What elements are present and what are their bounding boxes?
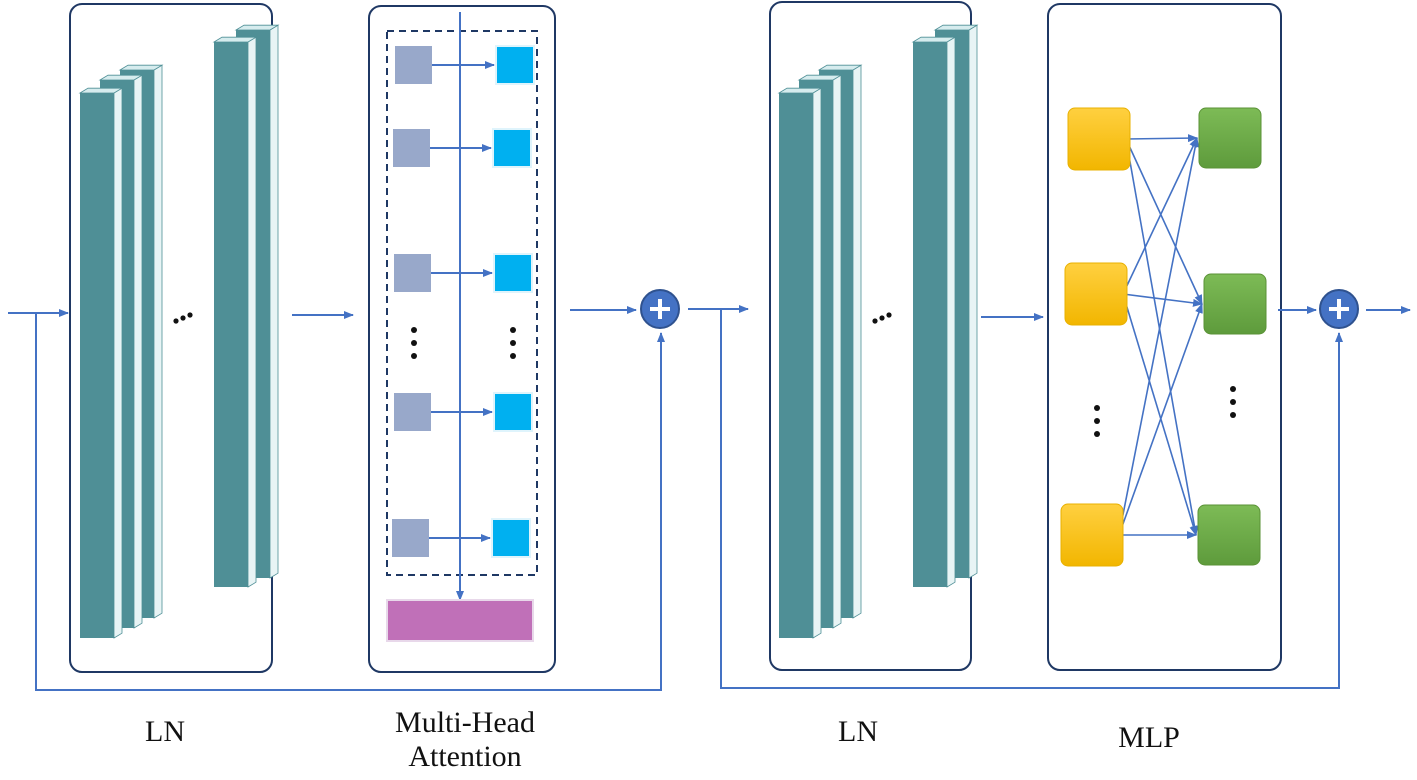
attention-heads-dashed-box <box>386 30 538 576</box>
residual-connection-2 <box>720 309 1343 689</box>
value-block <box>492 128 532 168</box>
mlp-panel <box>1047 3 1282 671</box>
attention-head-row <box>395 45 535 85</box>
mlp-output-node <box>1203 273 1267 335</box>
mha-caption-line-2: Attention <box>408 740 522 773</box>
value-block <box>495 45 535 85</box>
attention-left-ellipsis-icon <box>411 327 417 359</box>
value-block <box>491 518 531 558</box>
mlp-output-node <box>1197 504 1261 566</box>
mha-panel <box>368 5 556 673</box>
mlp-edge <box>1125 138 1203 305</box>
ln2-layer-stack <box>777 24 979 639</box>
query-key-block <box>395 46 432 84</box>
mlp-edge <box>1122 293 1198 536</box>
mlp-edge <box>1118 303 1203 536</box>
attention-head-row <box>392 518 531 558</box>
layer-slab <box>911 36 957 588</box>
mlp-input-node <box>1067 107 1131 171</box>
layer-slab <box>78 87 124 639</box>
query-key-block <box>393 129 430 167</box>
ln1-caption-line-1: LN <box>145 715 185 748</box>
add-node-2-plus-circle-icon <box>1319 289 1359 329</box>
query-key-block <box>392 519 429 557</box>
mha-caption-line-1: Multi-Head <box>395 706 535 739</box>
mha-caption: Multi-Head Attention <box>355 706 575 774</box>
query-key-block <box>394 393 431 431</box>
attention-head-row <box>394 253 533 293</box>
ln2-ellipsis-icon <box>872 312 892 324</box>
mlp-edge <box>1125 138 1199 536</box>
attention-output-bar <box>386 599 534 642</box>
attention-right-ellipsis-icon <box>510 327 516 359</box>
mlp-nodes <box>1060 107 1267 567</box>
value-block <box>493 392 533 432</box>
mlp-edge <box>1122 293 1203 307</box>
mlp-output-node <box>1198 107 1262 169</box>
ln1-ellipsis-icon <box>173 312 193 324</box>
mlp-output-ellipsis-icon <box>1230 386 1236 418</box>
mlp-input-ellipsis-icon <box>1094 405 1100 437</box>
value-block <box>493 253 533 293</box>
mlp-input-node <box>1060 503 1124 567</box>
residual-connection-1 <box>35 313 665 691</box>
ln1-layer-stack <box>78 24 280 639</box>
mlp-edge <box>1118 137 1200 536</box>
attention-head-row <box>394 392 533 432</box>
ln1-caption: LN <box>110 715 220 749</box>
attention-head-row <box>393 128 532 168</box>
mlp-caption-line-1: MLP <box>1118 721 1180 754</box>
layer-slab <box>777 87 823 639</box>
mlp-connections <box>1118 134 1203 539</box>
mlp-edge <box>1122 137 1198 295</box>
mlp-input-node <box>1064 262 1128 326</box>
ln2-caption: LN <box>803 715 913 749</box>
layer-slab <box>212 36 258 588</box>
attention-head-rows <box>392 45 535 558</box>
query-key-block <box>394 254 431 292</box>
add-node-1-plus-circle-icon <box>640 289 680 329</box>
ln2-caption-line-1: LN <box>838 715 878 748</box>
mlp-caption: MLP <box>1094 721 1204 755</box>
mlp-edge <box>1125 134 1198 143</box>
